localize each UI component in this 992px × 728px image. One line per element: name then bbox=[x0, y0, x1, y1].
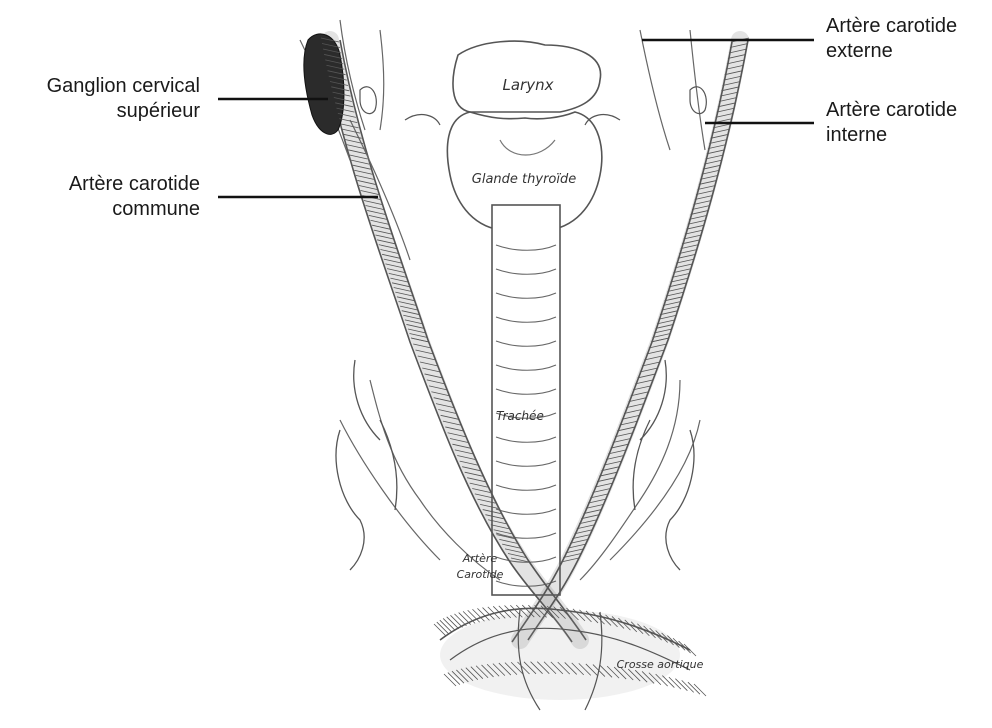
carotide-externe-callout: Artère carotide externe bbox=[826, 14, 957, 64]
hatch-stroke bbox=[459, 613, 471, 625]
ganglion-callout-line1: Ganglion cervical bbox=[47, 74, 200, 99]
carotide-externe-callout-line1: Artère carotide bbox=[826, 14, 957, 39]
hatch-stroke bbox=[662, 676, 674, 688]
ganglion-callout-line2: supérieur bbox=[47, 99, 200, 124]
carotide-commune-callout: Artère carotide commune bbox=[69, 172, 200, 222]
ganglion-callout: Ganglion cervical supérieur bbox=[47, 74, 200, 124]
carotide-interne-callout: Artère carotide interne bbox=[826, 98, 957, 148]
hatch-stroke bbox=[450, 615, 462, 627]
left-lateral-branch bbox=[336, 360, 397, 570]
carotide-externe-callout-line2: externe bbox=[826, 39, 957, 64]
thyroid-label: Glande thyroïde bbox=[472, 172, 576, 187]
artere-carotide-label-line1: Artère bbox=[462, 552, 498, 565]
carotide-interne-callout-line2: interne bbox=[826, 123, 957, 148]
larynx-label: Larynx bbox=[503, 76, 554, 94]
carotide-interne-callout-line1: Artère carotide bbox=[826, 98, 957, 123]
hatch-stroke bbox=[440, 620, 452, 632]
hatch-stroke bbox=[684, 644, 696, 656]
crosse-aortique-label: Crosse aortique bbox=[617, 658, 704, 671]
hatch-stroke bbox=[447, 617, 459, 629]
hatch-stroke bbox=[679, 641, 691, 653]
trachea-label: Trachée bbox=[496, 409, 544, 423]
hatch-stroke bbox=[443, 618, 455, 630]
hatch-stroke bbox=[669, 677, 681, 689]
artere-carotide-label-line2: Carotide bbox=[457, 568, 504, 581]
hatch-stroke bbox=[454, 614, 466, 626]
carotide-commune-callout-line2: commune bbox=[69, 197, 200, 222]
carotide-commune-callout-line1: Artère carotide bbox=[69, 172, 200, 197]
